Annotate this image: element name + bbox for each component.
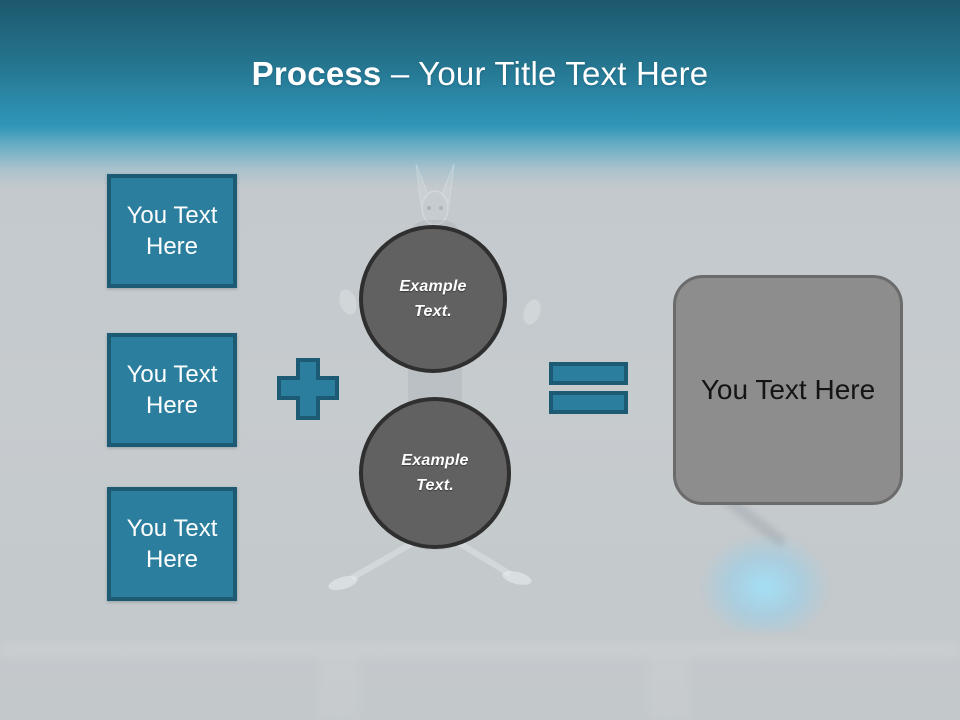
process-input-box-2: You Text Here bbox=[107, 333, 237, 447]
background-wall-post bbox=[318, 656, 360, 720]
example-circle-2: Example Text. bbox=[359, 397, 511, 549]
example-circle-1-label: Example Text. bbox=[399, 278, 467, 320]
equals-bar-top bbox=[549, 362, 628, 385]
process-input-box-2-label: You Text Here bbox=[126, 361, 218, 419]
slide-title: Process – Your Title Text Here bbox=[0, 54, 960, 94]
process-input-box-1-label: You Text Here bbox=[126, 202, 218, 260]
plus-icon bbox=[277, 358, 339, 420]
process-input-box-1: You Text Here bbox=[107, 174, 237, 288]
result-box: You Text Here bbox=[673, 275, 903, 505]
example-circle-2-label: Example Text. bbox=[401, 452, 469, 494]
title-topic: Process bbox=[251, 55, 382, 92]
process-input-box-3: You Text Here bbox=[107, 487, 237, 601]
result-box-label: You Text Here bbox=[700, 374, 876, 405]
background-wall-post bbox=[648, 656, 690, 720]
blue-glow-effect bbox=[698, 532, 832, 632]
equals-bar-bottom bbox=[549, 391, 628, 414]
background-floor-band bbox=[0, 642, 960, 658]
title-text: – Your Title Text Here bbox=[381, 55, 709, 92]
example-circle-1: Example Text. bbox=[359, 225, 507, 373]
equals-icon bbox=[549, 362, 628, 414]
process-input-box-3-label: You Text Here bbox=[126, 515, 218, 573]
